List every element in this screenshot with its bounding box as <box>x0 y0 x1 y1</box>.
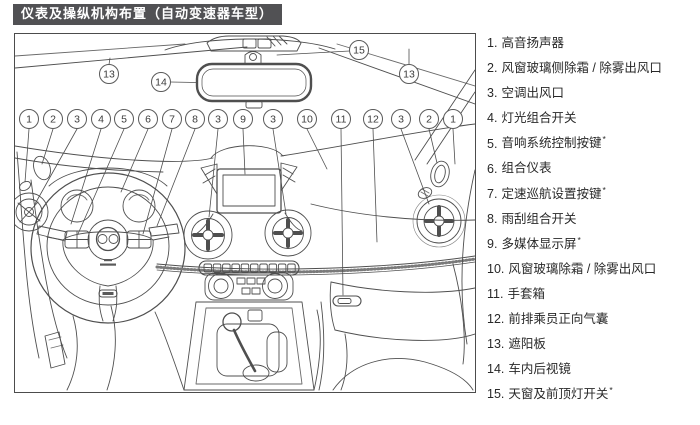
cruise-control-buttons <box>126 230 152 249</box>
light-combination-switch-stalk <box>36 225 68 242</box>
right-door-and-pillar <box>414 69 475 365</box>
legend-item-1: 1.高音扬声器 <box>487 36 564 51</box>
svg-text:3: 3 <box>74 114 80 126</box>
legend-item-15: 15.天窗及前顶灯开关* <box>487 385 613 402</box>
multimedia-display <box>216 168 282 214</box>
glove-box-latch <box>332 295 362 307</box>
callout-15: 15 <box>349 40 369 60</box>
callout-3-d: 3 <box>391 109 411 129</box>
callout-3-a: 3 <box>67 109 87 129</box>
passenger-area <box>318 301 474 391</box>
svg-text:13: 13 <box>403 69 415 81</box>
legend-item-11: 11.手套箱 <box>487 287 545 302</box>
dashboard-diagram: 1 2 3 4 5 6 7 8 3 9 3 10 11 12 3 2 1 13 … <box>15 35 475 391</box>
svg-text:13: 13 <box>103 69 115 81</box>
overhead-console <box>164 35 336 52</box>
legend-item-9: 9.多媒体显示屏* <box>487 234 581 251</box>
callout-4: 4 <box>91 109 111 129</box>
svg-text:2: 2 <box>426 114 432 126</box>
dashboard-figure: 1 2 3 4 5 6 7 8 3 9 3 10 11 12 3 2 1 13 … <box>14 33 476 393</box>
callout-13-left: 13 <box>99 64 119 84</box>
gear-shifter <box>222 312 270 382</box>
callout-circles: 1 2 3 4 5 6 7 8 3 9 3 10 11 12 3 2 1 13 … <box>19 40 463 129</box>
svg-text:4: 4 <box>98 114 104 126</box>
page-title: 仪表及操纵机构布置（自动变速器车型） <box>13 4 283 25</box>
legend-item-2: 2.风窗玻璃侧除霜 / 除雾出风口 <box>487 61 662 76</box>
left-side-defrost-vent <box>33 155 51 181</box>
callout-6: 6 <box>138 109 158 129</box>
right-screen-grille <box>280 162 298 192</box>
svg-text:10: 10 <box>301 114 313 126</box>
legend-item-8: 8.雨刮组合开关 <box>487 211 577 226</box>
svg-text:9: 9 <box>240 114 246 126</box>
legend-list: 1.高音扬声器 2.风窗玻璃侧除霜 / 除雾出风口 3.空调出风口 4.灯光组合… <box>487 27 699 403</box>
svg-text:15: 15 <box>353 45 365 57</box>
callout-leader-lines <box>24 48 456 296</box>
dashboard-trim-band <box>155 255 475 276</box>
legend-item-5: 5.音响系统控制按键* <box>487 134 606 151</box>
svg-text:1: 1 <box>450 114 456 126</box>
callout-9: 9 <box>233 109 253 129</box>
callout-14: 14 <box>151 72 171 92</box>
svg-text:12: 12 <box>367 114 379 126</box>
legend-item-4: 4.灯光组合开关 <box>487 111 577 126</box>
climate-control-panel <box>204 272 294 301</box>
audio-control-buttons <box>64 230 90 249</box>
svg-text:3: 3 <box>398 114 404 126</box>
left-screen-grille <box>200 163 218 195</box>
left-tweeter <box>18 180 32 192</box>
svg-text:14: 14 <box>155 77 167 89</box>
legend-item-7: 7.定速巡航设置按键* <box>487 184 606 201</box>
steering-bottom-badge <box>98 289 118 298</box>
legend-item-6: 6.组合仪表 <box>487 161 552 176</box>
steering-wheel-logo <box>95 226 121 252</box>
svg-text:5: 5 <box>121 114 127 126</box>
left-door-and-pillar <box>16 151 68 359</box>
callout-13-right: 13 <box>399 64 419 84</box>
left-air-vent <box>15 192 49 232</box>
svg-text:2: 2 <box>50 114 56 126</box>
callout-7: 7 <box>162 109 182 129</box>
svg-text:3: 3 <box>270 114 276 126</box>
callout-10: 10 <box>297 109 317 129</box>
legend-item-12: 12.前排乘员正向气囊 <box>487 312 609 327</box>
steering-wheel <box>30 172 186 324</box>
legend-item-13: 13.遮阳板 <box>487 337 546 352</box>
svg-text:11: 11 <box>336 114 347 126</box>
glove-box <box>310 203 475 341</box>
callout-1-right: 1 <box>443 109 463 129</box>
dashboard-top-edge <box>15 123 475 173</box>
callout-2-right: 2 <box>419 109 439 129</box>
center-right-air-vent <box>264 209 312 257</box>
rearview-mirror <box>195 51 313 109</box>
svg-text:6: 6 <box>145 114 151 126</box>
center-stack <box>183 162 312 301</box>
svg-text:8: 8 <box>192 114 198 126</box>
right-air-vent <box>412 194 466 248</box>
callout-11: 11 <box>331 109 351 129</box>
legend-item-10: 10.风窗玻璃除霜 / 除雾出风口 <box>487 262 657 276</box>
legend-item-3: 3.空调出风口 <box>487 86 564 101</box>
svg-text:3: 3 <box>215 114 221 126</box>
callout-5: 5 <box>114 109 134 129</box>
wiper-combination-switch-stalk <box>148 223 180 237</box>
center-left-air-vent <box>183 210 233 260</box>
callout-1-left: 1 <box>19 109 39 129</box>
callout-3-c: 3 <box>263 109 283 129</box>
callout-8: 8 <box>185 109 205 129</box>
svg-text:7: 7 <box>169 114 175 126</box>
instrument-cluster <box>48 167 168 223</box>
callout-3-b: 3 <box>208 109 228 129</box>
center-button-row <box>198 260 300 276</box>
svg-text:1: 1 <box>26 114 32 126</box>
center-console <box>154 301 321 391</box>
callout-2-left: 2 <box>43 109 63 129</box>
driver-knee-area <box>44 305 116 391</box>
right-side-defrost-vent <box>430 160 450 188</box>
legend-item-14: 14.车内后视镜 <box>487 362 571 377</box>
callout-12: 12 <box>363 109 383 129</box>
